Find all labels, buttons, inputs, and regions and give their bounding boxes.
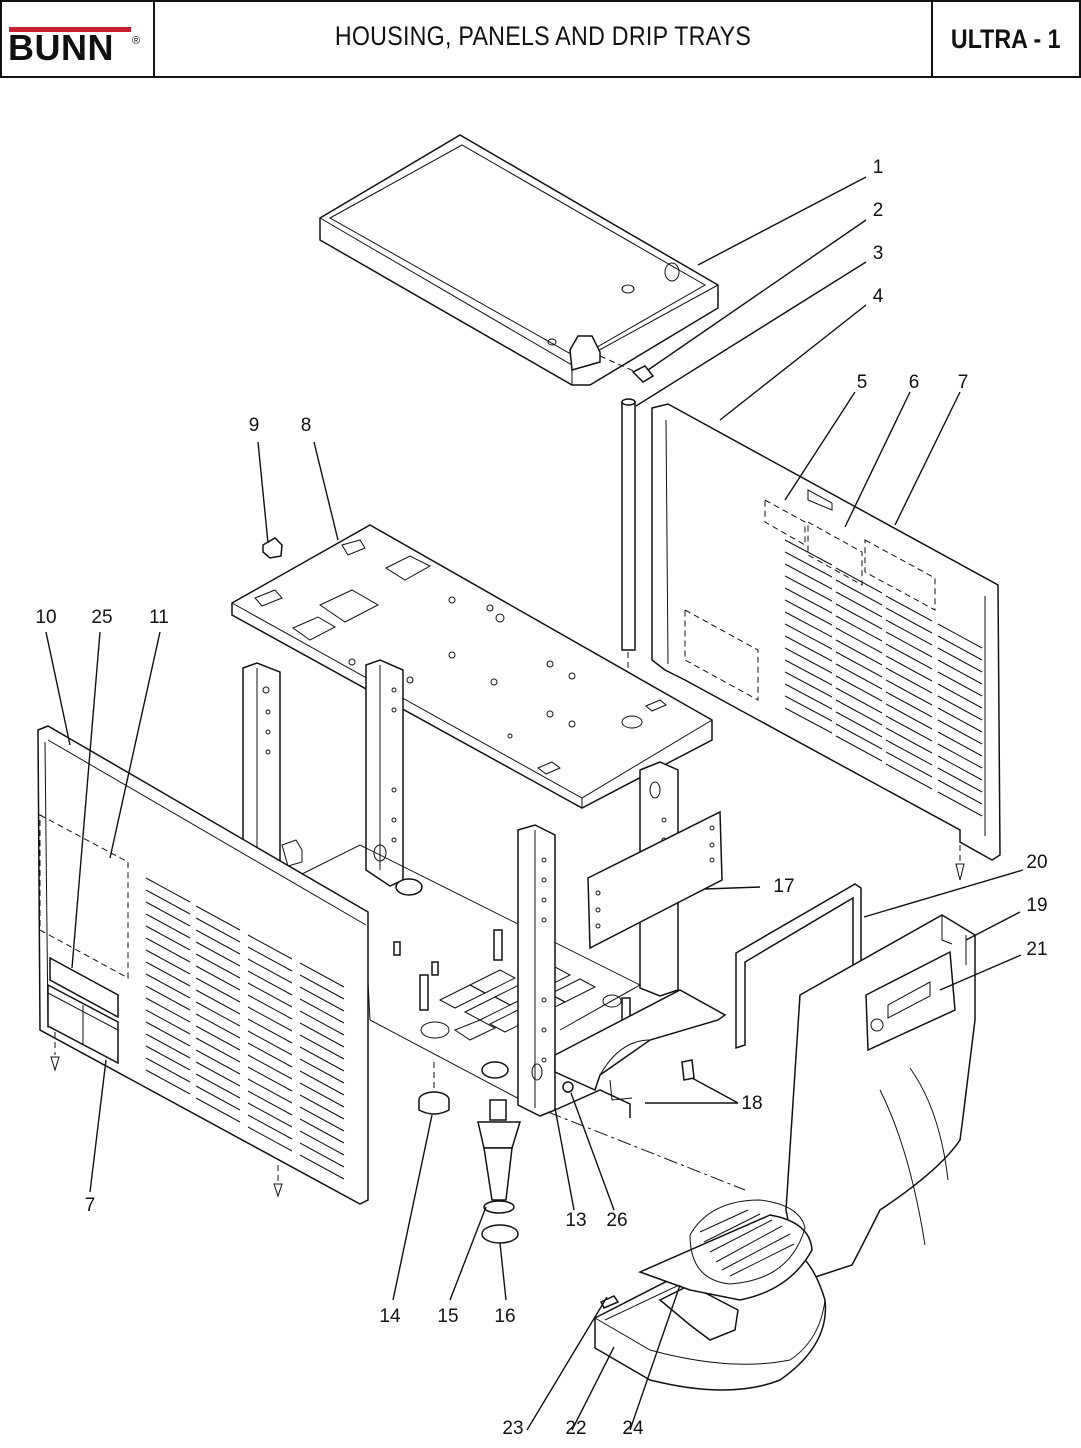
- callout-13: 13: [565, 1210, 586, 1231]
- part-right-side-panel: [651, 403, 1001, 881]
- logo-red-bar: [9, 27, 131, 32]
- callout-7: 7: [958, 372, 969, 393]
- callout-22: 22: [565, 1418, 586, 1439]
- callout-8: 8: [301, 415, 312, 436]
- callout-26: 26: [606, 1210, 627, 1231]
- part-feet: [418, 1062, 522, 1244]
- part-bracket: [587, 810, 723, 950]
- callout-2: 2: [873, 200, 884, 221]
- callout-23: 23: [502, 1418, 523, 1439]
- model-label: ULTRA - 1: [931, 2, 1079, 76]
- callout-9: 9: [249, 415, 260, 436]
- part-top-plate: [231, 524, 713, 809]
- logo-wordmark: BUNN: [8, 27, 114, 68]
- callout-3: 3: [873, 243, 884, 264]
- callout-24: 24: [622, 1418, 644, 1439]
- right-panel-louvers: [784, 539, 983, 817]
- callout-16: 16: [494, 1306, 515, 1327]
- part-gasket: [735, 883, 862, 1050]
- callout-15: 15: [437, 1306, 458, 1327]
- callout-11: 11: [149, 607, 169, 628]
- callout-labels: 1 2 3 4 5 6 7 8 9 10 25 11 17 20 19 21 1…: [35, 157, 1047, 1439]
- bunn-logo: BUNN ®: [2, 2, 155, 76]
- part-tray-support: [554, 989, 727, 1101]
- callout-6: 6: [909, 372, 920, 393]
- drip-grill-bars: [699, 1209, 795, 1277]
- top-plate-holes: [348, 596, 576, 739]
- model-text: ULTRA - 1: [951, 23, 1061, 54]
- part-drip-tray-cover: [319, 134, 719, 386]
- callout-5: 5: [857, 372, 868, 393]
- part-front-post: [517, 824, 631, 1118]
- registered-mark: ®: [132, 35, 141, 47]
- callout-17: 17: [773, 876, 794, 897]
- part-left-side-panel: [37, 725, 369, 1205]
- callout-25: 25: [91, 607, 112, 628]
- part-rod: [621, 398, 636, 705]
- part-clip: [262, 537, 283, 559]
- callout-1: 1: [873, 157, 884, 178]
- callout-21: 21: [1026, 939, 1047, 960]
- callout-7-left: 7: [85, 1195, 96, 1216]
- title-block: BUNN ® HOUSING, PANELS AND DRIP TRAYS UL…: [0, 0, 1081, 78]
- callout-10: 10: [35, 607, 56, 628]
- page-title: HOUSING, PANELS AND DRIP TRAYS: [334, 20, 752, 51]
- left-panel-louvers: [145, 877, 345, 1180]
- callout-14: 14: [379, 1306, 401, 1327]
- part-front-panel: [785, 914, 976, 1283]
- callout-18: 18: [741, 1093, 762, 1114]
- callout-4: 4: [873, 286, 884, 307]
- callout-20: 20: [1026, 852, 1047, 873]
- exploded-parts-diagram: 1 2 3 4 5 6 7 8 9 10 25 11 17 20 19 21 1…: [35, 134, 1048, 1439]
- part-drip-tray: [547, 1111, 827, 1391]
- callout-19: 19: [1026, 895, 1047, 916]
- leader-lines: [45, 176, 1024, 1431]
